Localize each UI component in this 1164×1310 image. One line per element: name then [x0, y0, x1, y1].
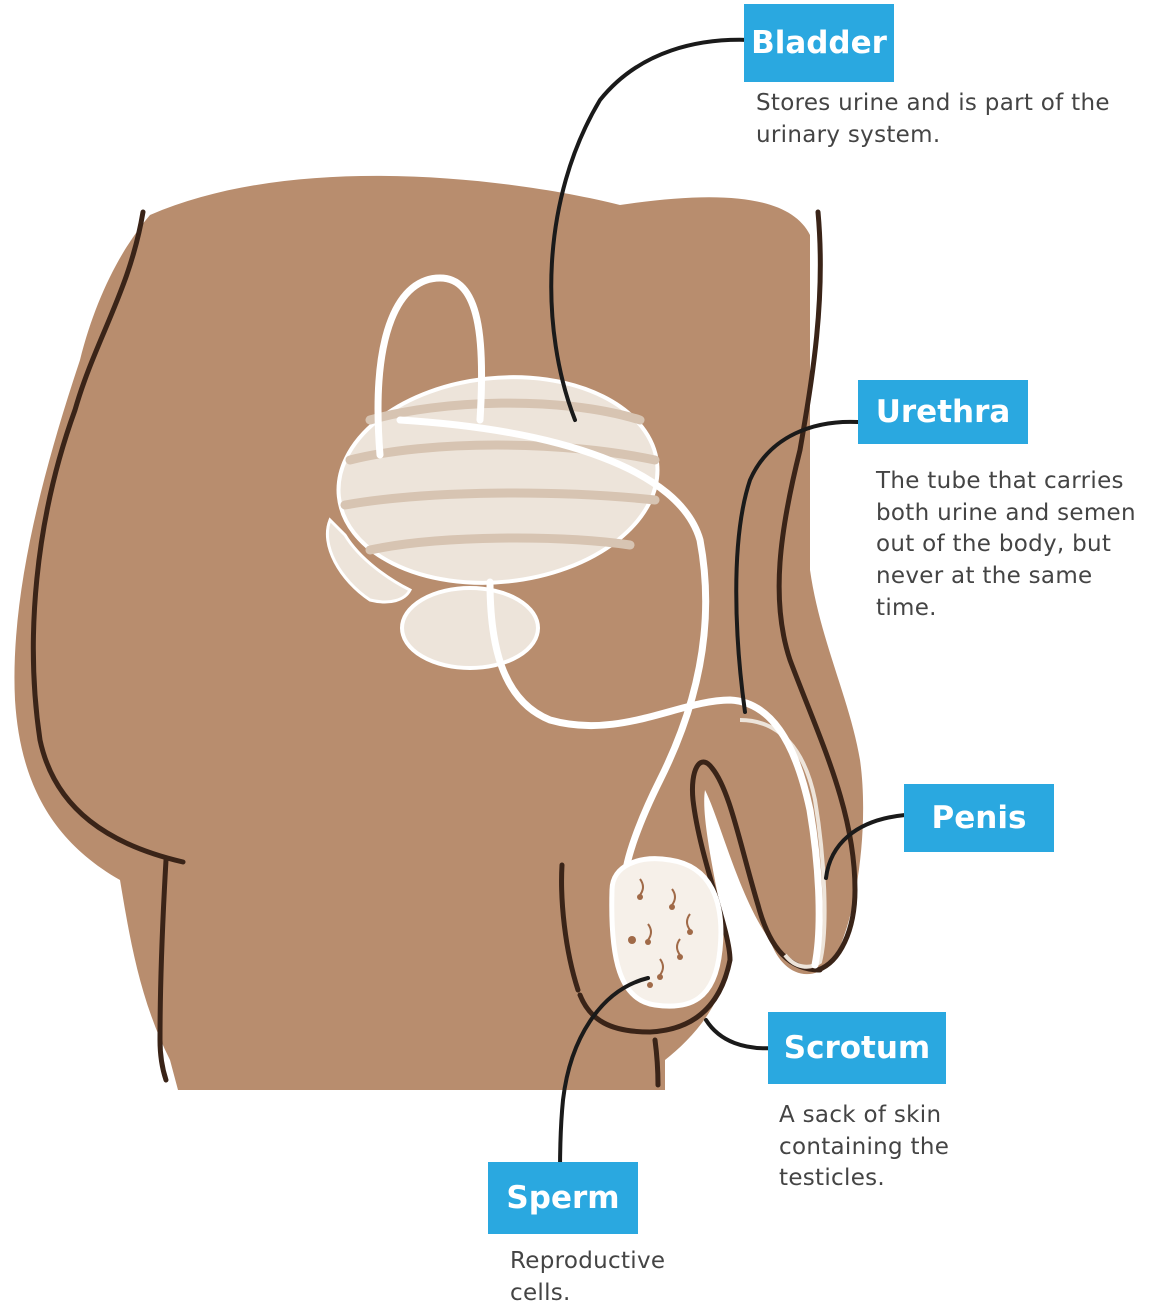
sperm-description: Reproductive cells.: [510, 1246, 710, 1309]
scrotum-description: A sack of skin containing the testicles.: [779, 1100, 1014, 1195]
urethra-label: Urethra: [858, 380, 1028, 444]
thigh-front-outline: [655, 1040, 658, 1085]
scrotum-label: Scrotum: [768, 1012, 946, 1084]
urethra-description: The tube that carries both urine and sem…: [876, 466, 1158, 625]
penis-label: Penis: [904, 784, 1054, 852]
scrotum-leader-line: [706, 1020, 775, 1048]
sperm-label: Sperm: [488, 1162, 638, 1234]
prostate-organ: [402, 588, 538, 668]
bladder-description: Stores urine and is part of the urinary …: [756, 88, 1161, 151]
bladder-label: Bladder: [744, 4, 894, 82]
